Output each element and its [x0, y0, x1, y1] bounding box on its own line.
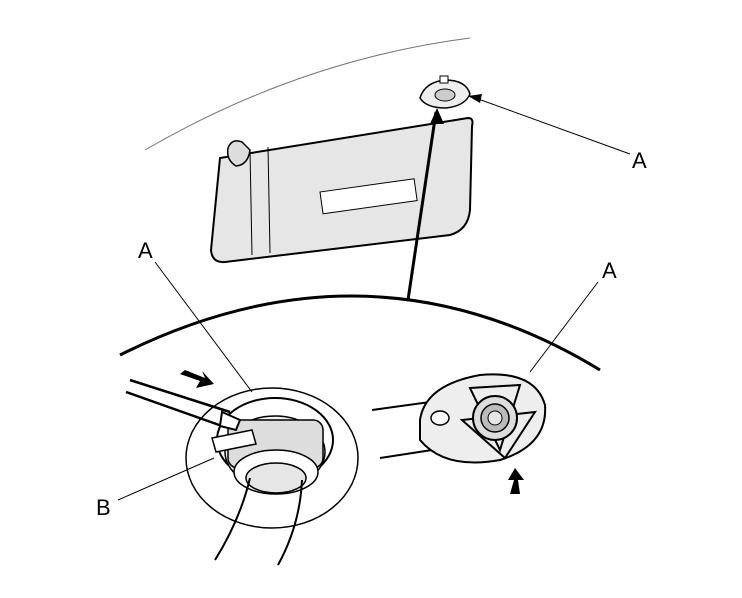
headliner-edge: [119, 294, 601, 372]
left-mount-detail: [185, 387, 359, 566]
screwdriver-tip: [218, 410, 242, 432]
push-arrow-left: [180, 370, 214, 388]
leader-middle-left: [154, 261, 253, 393]
sun-visor: [209, 116, 474, 264]
vanity-mirror-cover: [319, 178, 418, 215]
callout-bottom-left: B: [96, 495, 111, 520]
roof-outline: [144, 37, 471, 151]
callout-middle-left: A: [138, 238, 153, 263]
rod-arrow-up: [430, 108, 444, 124]
callout-middle-right: A: [602, 258, 617, 283]
leader-bottom-left: [117, 457, 215, 501]
right-mount-detail: [371, 373, 547, 464]
top-mount-clip: [419, 75, 471, 109]
leader-middle-right: [529, 281, 599, 373]
push-arrow-right: [508, 468, 524, 494]
visor-rod: [406, 111, 438, 301]
screwdriver-shaft: [125, 378, 231, 428]
leader-top-right: [469, 95, 631, 155]
callout-top-right: A: [632, 148, 647, 173]
